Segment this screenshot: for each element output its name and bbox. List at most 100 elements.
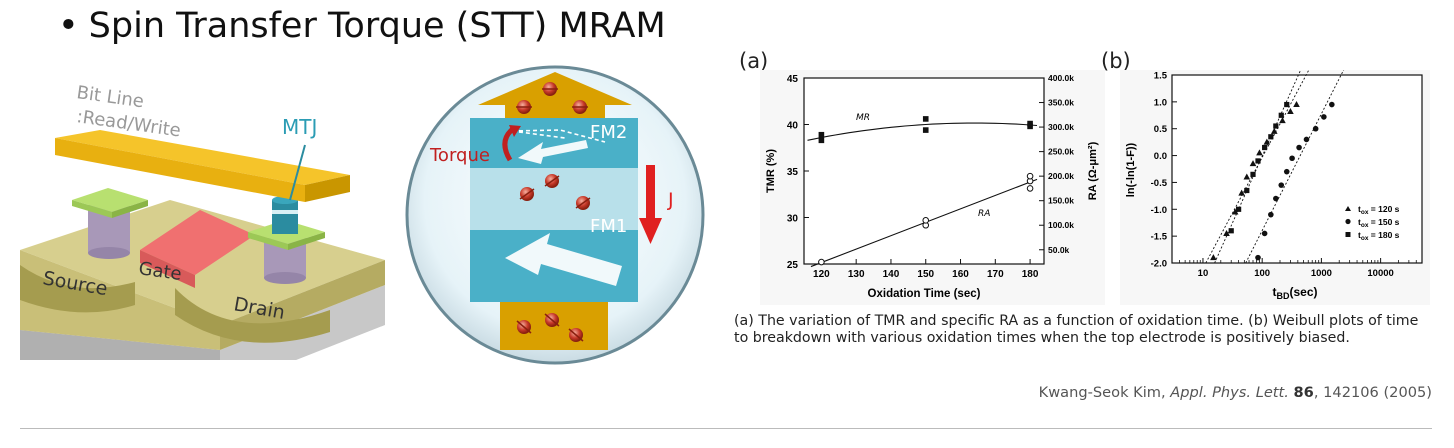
y-tick-label: 0.0: [1154, 151, 1167, 162]
source-region: [20, 265, 135, 313]
y-tick-label: -0.5: [1151, 178, 1168, 189]
citation: Kwang-Seok Kim, Appl. Phys. Lett. 86, 14…: [1039, 384, 1432, 401]
point-tox-120: [1279, 117, 1286, 124]
y-tick-label: 35: [787, 167, 799, 178]
point-tox-180: [1255, 158, 1261, 164]
point-tox-180: [1228, 228, 1234, 234]
point-tox-120: [1263, 138, 1271, 145]
ra-point: [1026, 172, 1034, 180]
chart-a-y2label: RA (Ω-μm²): [1087, 141, 1099, 200]
point-tox-150: [1296, 144, 1302, 151]
point-tox-120: [1238, 189, 1245, 196]
y2-tick-label: 350.0k: [1048, 98, 1074, 108]
title-bullet: •: [58, 6, 79, 46]
mr-point: [818, 137, 825, 144]
electron-group-middle: [519, 174, 591, 210]
point-tox-180: [1262, 144, 1268, 151]
drain-region: [175, 288, 330, 343]
ra-point: [922, 217, 930, 224]
chart-a-ylabel: TMR (%): [765, 149, 777, 193]
point-tox-150: [1321, 114, 1327, 120]
point-tox-180: [1273, 123, 1279, 129]
citation-author: Kwang-Seok Kim,: [1038, 384, 1171, 401]
electron-group-bottom: [516, 313, 584, 342]
y2-tick-label: 400.0k: [1048, 73, 1074, 83]
legend-entry-150s: tox = 150 s: [1358, 217, 1400, 229]
y-tick-label: 40: [787, 121, 799, 132]
point-tox-120: [1210, 254, 1217, 261]
point-tox-120: [1256, 149, 1263, 156]
top-arrow: [478, 72, 632, 120]
x-tick-label: 1000: [1311, 268, 1332, 279]
point-tox-150: [1278, 182, 1285, 188]
x-tick-label: 120: [813, 269, 830, 280]
point-tox-180: [1244, 187, 1250, 194]
ra-point: [818, 258, 825, 266]
legend-marker-circle: [1345, 218, 1351, 225]
fm2-label: FM2: [590, 122, 627, 143]
y2-tick-label: 200.0k: [1048, 171, 1074, 181]
y-tick-label: -1.0: [1151, 205, 1167, 216]
mr-point: [922, 116, 929, 122]
fit-line-1: [1245, 70, 1345, 264]
citation-journal: Appl. Phys. Lett.: [1170, 384, 1289, 401]
chart-a-series-label-ra: RA: [978, 209, 990, 219]
y2-tick-label: 300.0k: [1048, 122, 1074, 132]
slide-title: •Spin Transfer Torque (STT) MRAM: [58, 6, 666, 46]
x-tick-label: 140: [883, 269, 900, 280]
mr-point: [922, 127, 929, 133]
torque-label: Torque: [429, 145, 490, 166]
legend-marker-triangle: [1345, 206, 1351, 211]
mr-fit-curve: [807, 122, 1038, 141]
mtj-pointer: [289, 144, 306, 201]
point-tox-120: [1293, 101, 1300, 108]
legend-entry-180s: tox = 180 s: [1358, 230, 1400, 242]
y-tick-label: -1.5: [1151, 232, 1168, 243]
panel-a-label: (a): [739, 49, 769, 73]
point-tox-120: [1249, 160, 1257, 167]
source-pad: [72, 188, 148, 212]
gate-block: [140, 210, 255, 275]
legend-marker-square: [1345, 232, 1351, 237]
mtj-stack: [272, 200, 298, 234]
y-tick-label: 25: [787, 260, 799, 271]
mr-point: [1027, 120, 1033, 127]
point-tox-120: [1243, 173, 1251, 180]
figure-caption: (a) The variation of TMR and specific RA…: [734, 313, 1419, 346]
fm1-label: FM1: [590, 216, 627, 237]
point-tox-150: [1289, 155, 1295, 162]
footer-divider: [20, 428, 1432, 429]
point-tox-150: [1312, 125, 1319, 132]
point-tox-150: [1283, 168, 1290, 175]
y-tick-label: 30: [787, 214, 799, 225]
point-tox-150: [1268, 211, 1274, 218]
fm2-layer: [470, 118, 638, 168]
point-tox-180: [1268, 134, 1274, 140]
chart-a-series-label-mr: MR: [856, 113, 870, 123]
point-tox-180: [1284, 101, 1290, 108]
fm2-magnetization-arrow: [518, 140, 588, 164]
bit-line: [55, 130, 350, 185]
x-tick-label: 180: [1022, 269, 1039, 280]
citation-volume: 86: [1293, 384, 1314, 401]
x-tick-label: 150: [917, 269, 934, 280]
legend-entry-120s: tox = 120 s: [1358, 204, 1400, 216]
ra-point: [1026, 185, 1034, 192]
point-tox-150: [1255, 254, 1261, 261]
x-tick-label: 160: [952, 269, 969, 280]
x-tick-label: 170: [987, 269, 1004, 280]
point-tox-180: [1236, 206, 1242, 212]
fit-line-2: [1214, 70, 1302, 264]
point-tox-120: [1231, 208, 1239, 215]
y2-tick-label: 100.0k: [1048, 220, 1074, 230]
chart-b-ylabel: ln(-ln(1-F)): [1125, 142, 1137, 197]
x-tick-label: 10: [1198, 268, 1209, 279]
y-tick-label: 1.0: [1154, 97, 1167, 108]
citation-rest: , 142106 (2005): [1313, 384, 1432, 401]
panel-b-label: (b): [1101, 49, 1131, 73]
y2-tick-label: 50.0k: [1048, 245, 1070, 255]
point-tox-180: [1278, 112, 1284, 118]
